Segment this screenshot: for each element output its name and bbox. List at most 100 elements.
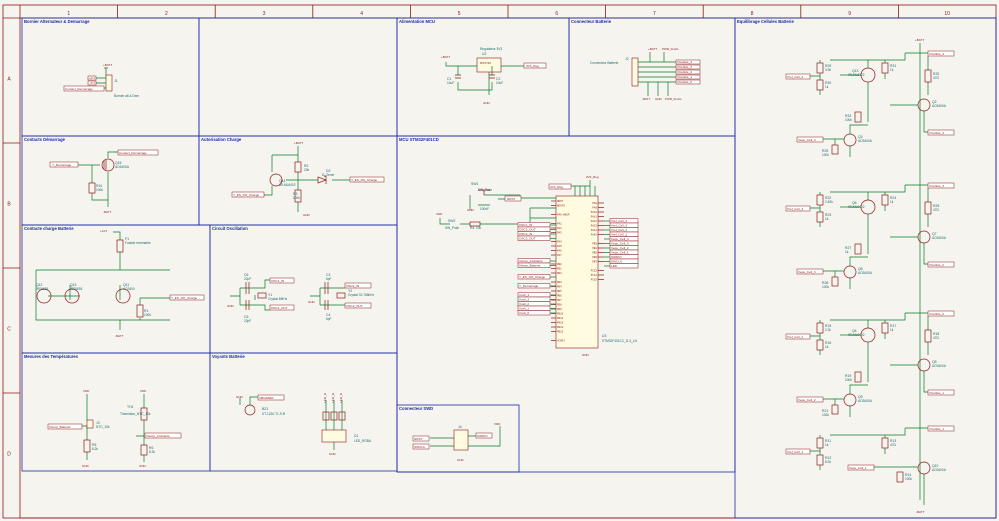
bornier-power: +BATT — [103, 63, 112, 67]
equilibrage-cell: VCellule_4R293.9kR301kVref_Cell_4Q13IRLM… — [785, 50, 955, 157]
contacts-q-val: AO3400A — [115, 165, 130, 169]
equ-rg-ref: R21 — [822, 409, 828, 413]
equ-qn-ref: Q10 — [932, 464, 939, 468]
mcu-left-net: OSC2_IN — [519, 232, 532, 236]
mcu-right-pin: PA14 — [591, 229, 598, 232]
mcu-right-net-label — [609, 263, 639, 269]
alim-c1-val: 10uF — [447, 81, 454, 85]
equ-r-bot-ref: R16 — [825, 341, 831, 345]
mcu-sw-ref: SW1 — [471, 182, 478, 186]
cc-r-val: 100k — [144, 313, 151, 317]
alim-c2-val: 10uF — [496, 81, 503, 85]
mcu-chip-body — [555, 195, 599, 349]
mcu-left-pin: VCAP1 — [557, 340, 565, 343]
column-label: 3 — [263, 11, 266, 17]
mcu-right-pin: PC13 — [591, 270, 598, 273]
equ-rb-val: 100k — [845, 378, 852, 382]
osc-c6-val: 22pF — [244, 277, 251, 281]
voyants-bz-val: KT-1220-T1-9-R — [262, 412, 286, 416]
mcu-left-pin: PB6 — [557, 295, 562, 298]
equ-qg-ref: Q3 — [858, 135, 863, 139]
equ-power: +BATT — [915, 38, 924, 42]
equ-rload-ref: R18 — [933, 332, 939, 336]
equ-r-top-ref: R11 — [825, 439, 831, 443]
equ-rb-val: 1k — [845, 250, 849, 254]
equ-rgp-ref: R17 — [890, 324, 896, 328]
osc-gnd-2: GND — [308, 300, 316, 304]
temp-gnd-1: GND — [82, 464, 90, 468]
mcu-left-net: Vtemp_Batterie — [519, 264, 541, 268]
equ-qg-val: AO3400A — [858, 139, 873, 143]
mcu-boot-r: R4 — [470, 226, 474, 230]
title-oscillation: Circuit Oscillation — [212, 226, 248, 231]
voyants-led-net-1: LED_R — [323, 392, 327, 403]
column-label: 1 — [67, 11, 70, 17]
mcu-right-net: Vequ_Cell_4 — [611, 237, 629, 241]
mcu-right-pin: PA10 — [591, 211, 598, 214]
swd-net-3: SWDIO — [477, 434, 488, 438]
equ-qg-val: AO3400A — [858, 271, 873, 275]
temp-net-1: Vtemp_Batterie — [49, 425, 71, 429]
mcu-left-net: Vcell_2 — [519, 302, 529, 306]
mcu-right-net: Vref_Cell_2 — [611, 228, 627, 232]
column-label: 5 — [458, 11, 461, 17]
voyants-led-net-3: LED_B — [339, 393, 343, 403]
temp-r1-ref: R5 — [92, 443, 96, 447]
equ-rb-ref: R14 — [905, 473, 911, 477]
mcu-left-net: Vcell_4 — [519, 293, 529, 297]
equ-rb-ref: R27 — [845, 246, 851, 250]
equ-vref: Vref_Cell_1 — [787, 450, 803, 454]
equ-r-top-ref: R22 — [825, 196, 831, 200]
title-autorisation: Autorisation Charge — [201, 137, 242, 142]
mcu-left-pin: PA0-WKUP — [557, 214, 570, 217]
conn-pb-1: -BATT — [642, 97, 651, 101]
column-label: 6 — [555, 11, 558, 17]
temp-j-val: NTC_10k — [96, 425, 110, 429]
oscillation-circuit: C6 22pF C5 22pF Y1 Crystal 8MHz GND OSC1… — [227, 273, 374, 323]
title-swd: Connecteur SWD — [399, 406, 433, 411]
column-label: 10 — [944, 11, 950, 17]
temp-r2-ref: R6 — [149, 446, 153, 450]
equ-rload-val: 47Ω — [933, 208, 940, 212]
equ-vref: Vref_Cell_2 — [787, 335, 803, 339]
equ-r-bot-val: 1k — [825, 85, 829, 89]
alim-c1-ref: C1 — [447, 77, 451, 81]
equ-qp-ref: Q4 — [852, 329, 857, 333]
row-label: D — [7, 452, 11, 458]
conn-value: Connecteur Batterie — [590, 61, 619, 65]
mcu-left-pin: NRST — [557, 200, 564, 203]
auto-r2-val: 100k — [293, 196, 300, 200]
mcu-left-pin: PB5 — [557, 290, 562, 293]
mcu-boot-rv: 10k — [476, 226, 482, 230]
equilibrage-cell: VCellule_3R222.49kR231kVref_Cell_3Q6IRLM… — [785, 182, 955, 289]
block-swd-frame — [396, 404, 520, 473]
mcu-left-pin: PA7 — [557, 254, 562, 257]
equ-rload-val: 47Ω — [933, 76, 940, 80]
voyants-buzzer-net: VBUZZER — [259, 396, 274, 400]
equ-vcell-bot: VCellule_2 — [929, 263, 944, 267]
alim-reg-part: MCP1700 — [480, 62, 491, 65]
title-contacts: Contacts Démarrage — [24, 137, 66, 142]
cc-fuse-val: Fusible réarmable — [125, 241, 151, 245]
equilibrage-cell: VCellule_2R152.2kR161kVref_Cell_2Q4IRLML… — [785, 310, 955, 417]
alim-reg-ref: U2 — [482, 52, 486, 56]
equ-qn-val: AO3400A — [932, 236, 947, 240]
cc-q1-ref: Q12 — [36, 283, 43, 287]
title-voyants: Voyants Batterie — [212, 354, 245, 359]
equilibrage-cell: VCellule_1R111kR128.2kVref_Cell_1R1347ΩR… — [785, 425, 955, 505]
row-label: B — [7, 202, 11, 208]
title-connecteur-batterie: Connecteur Batterie — [571, 19, 612, 24]
equ-rg-val: 100k — [822, 413, 829, 417]
temp-power-2: VDD — [140, 389, 147, 393]
equ-vcell-top: VCellule_4 — [929, 52, 944, 56]
mcu-left-net: Vcell_0 — [519, 311, 529, 315]
swd-circuit: J4 NRST SWCLK SWDIO VDD GND — [412, 422, 501, 462]
auto-r1-val: 20k — [304, 168, 310, 172]
osc-net-3: OSC2_IN — [346, 284, 359, 288]
mcu-right-pin: PA12 — [591, 220, 598, 223]
temp-net-2: Vtemp_Ambiante — [146, 434, 170, 438]
equ-vref: Vref_Cell_3 — [787, 207, 803, 211]
voyants-gnd-2: GND — [329, 452, 337, 456]
mcu-right-net: Vequ_Cell_2 — [611, 246, 629, 250]
mcu-left-pin: PB8 — [557, 304, 562, 307]
